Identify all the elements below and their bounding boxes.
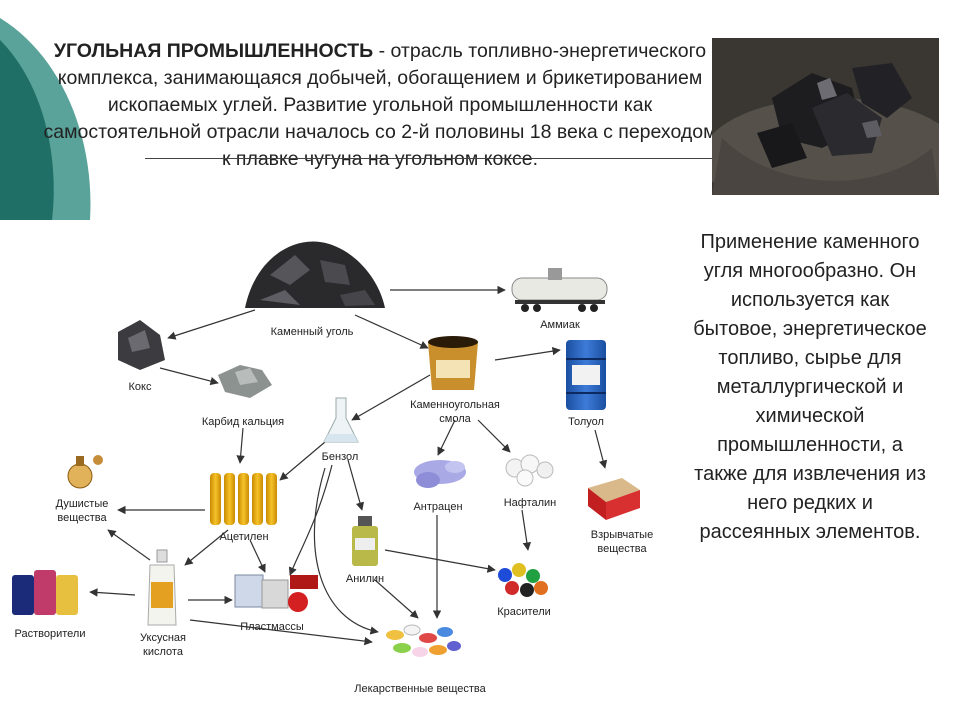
label-explosives-line2: вещества bbox=[597, 543, 647, 555]
ammonia-tank-car-image bbox=[511, 268, 608, 312]
label-acetic-line2: кислота bbox=[143, 646, 184, 658]
perfume-bottle-image bbox=[67, 455, 103, 489]
arrow-carbide-acetylene bbox=[236, 427, 245, 464]
anthracene-crystals-image bbox=[414, 460, 466, 488]
arrow-tar-anthracene bbox=[437, 419, 456, 456]
arrow-naphthalene-dyes bbox=[521, 509, 532, 551]
acetylene-cylinders-image bbox=[210, 473, 277, 525]
label-acetic-line1: Уксусная bbox=[140, 632, 186, 644]
label-anthracene: Антрацен bbox=[413, 501, 462, 513]
label-perfume-line1: Душистые bbox=[56, 498, 109, 510]
label-benzene: Бензол bbox=[322, 451, 359, 463]
arrow-tar-toluene bbox=[494, 346, 561, 361]
arrow-tar-benzene bbox=[351, 374, 431, 421]
arrow-aniline-medicines bbox=[374, 579, 419, 619]
label-tar-line2: смола bbox=[439, 413, 471, 425]
coal-products-diagram: Каменный уголь Аммиак Кокс Каменноугольн… bbox=[12, 241, 653, 695]
coal-in-hands-photo bbox=[712, 38, 939, 195]
title-bold: УГОЛЬНАЯ ПРОМЫШЛЕННОСТЬ bbox=[53, 40, 374, 62]
arrow-acetic-perfume bbox=[107, 529, 151, 561]
coal-usage-text: Применение каменного угля многообразно. … bbox=[693, 231, 927, 543]
toluene-barrel-image bbox=[566, 340, 606, 410]
calcium-carbide-image bbox=[218, 365, 272, 398]
label-explosives-line1: Взрывчатые bbox=[591, 529, 653, 541]
explosives-box-image bbox=[588, 478, 640, 520]
medicines-pills-image bbox=[386, 624, 461, 657]
arrow-benzene-aniline bbox=[347, 459, 365, 511]
label-tar-line1: Каменноугольная bbox=[410, 399, 500, 411]
arrow-benzene-acetylene bbox=[279, 441, 326, 481]
naphthalene-balls-image bbox=[505, 454, 554, 487]
label-plastics: Пластмассы bbox=[240, 621, 304, 633]
coal-pile-image bbox=[245, 241, 385, 308]
arrow-acetic-medicines bbox=[189, 619, 373, 646]
title-paragraph: УГОЛЬНАЯ ПРОМЫШЛЕННОСТЬ - отрасль топлив… bbox=[40, 38, 720, 173]
label-carbide: Карбид кальция bbox=[202, 416, 284, 428]
arrow-acetylene-acetic bbox=[184, 529, 229, 566]
label-naphthalene: Нафталин bbox=[504, 497, 557, 509]
arrow-toluene-explosives bbox=[594, 429, 608, 469]
label-toluene: Толуол bbox=[568, 416, 604, 428]
aniline-bottle-image bbox=[352, 516, 378, 566]
label-perfume-line2: вещества bbox=[57, 512, 107, 524]
label-solvents: Растворители bbox=[15, 628, 86, 640]
label-ammonia: Аммиак bbox=[540, 319, 580, 331]
title-text: - отрасль топливно-энергетического компл… bbox=[43, 40, 717, 170]
solvent-bottles-image bbox=[12, 570, 78, 615]
label-dyes: Красители bbox=[497, 606, 551, 618]
plastics-items-image bbox=[234, 574, 318, 612]
coke-image bbox=[118, 320, 165, 370]
label-coal: Каменный уголь bbox=[271, 326, 354, 338]
arrow-benzene-plastics bbox=[288, 464, 333, 576]
arrow-coal-tar bbox=[354, 314, 429, 349]
label-coke: Кокс bbox=[129, 381, 152, 393]
acetic-acid-bottle-image bbox=[147, 549, 177, 626]
arrow-aniline-dyes bbox=[384, 549, 496, 573]
decorative-teal-shape bbox=[0, 18, 91, 220]
coal-tar-bucket-image bbox=[428, 336, 478, 390]
arrow-tar-naphthalene bbox=[477, 419, 511, 453]
dyes-powders-image bbox=[498, 563, 548, 597]
arrow-acetic-solvents bbox=[89, 588, 136, 597]
label-medicines: Лекарственные вещества bbox=[354, 683, 486, 695]
arrow-benzene-medicines bbox=[313, 467, 379, 635]
label-aniline: Анилин bbox=[346, 573, 384, 585]
arrow-coke-carbide bbox=[159, 367, 219, 386]
arrow-acetylene-plastics bbox=[249, 539, 266, 573]
benzene-flask-image bbox=[323, 397, 359, 443]
title-underline bbox=[145, 158, 715, 159]
diagram-arrows bbox=[89, 285, 608, 646]
label-acetylene: Ацетилен bbox=[219, 531, 268, 543]
arrow-coal-coke bbox=[167, 309, 256, 340]
